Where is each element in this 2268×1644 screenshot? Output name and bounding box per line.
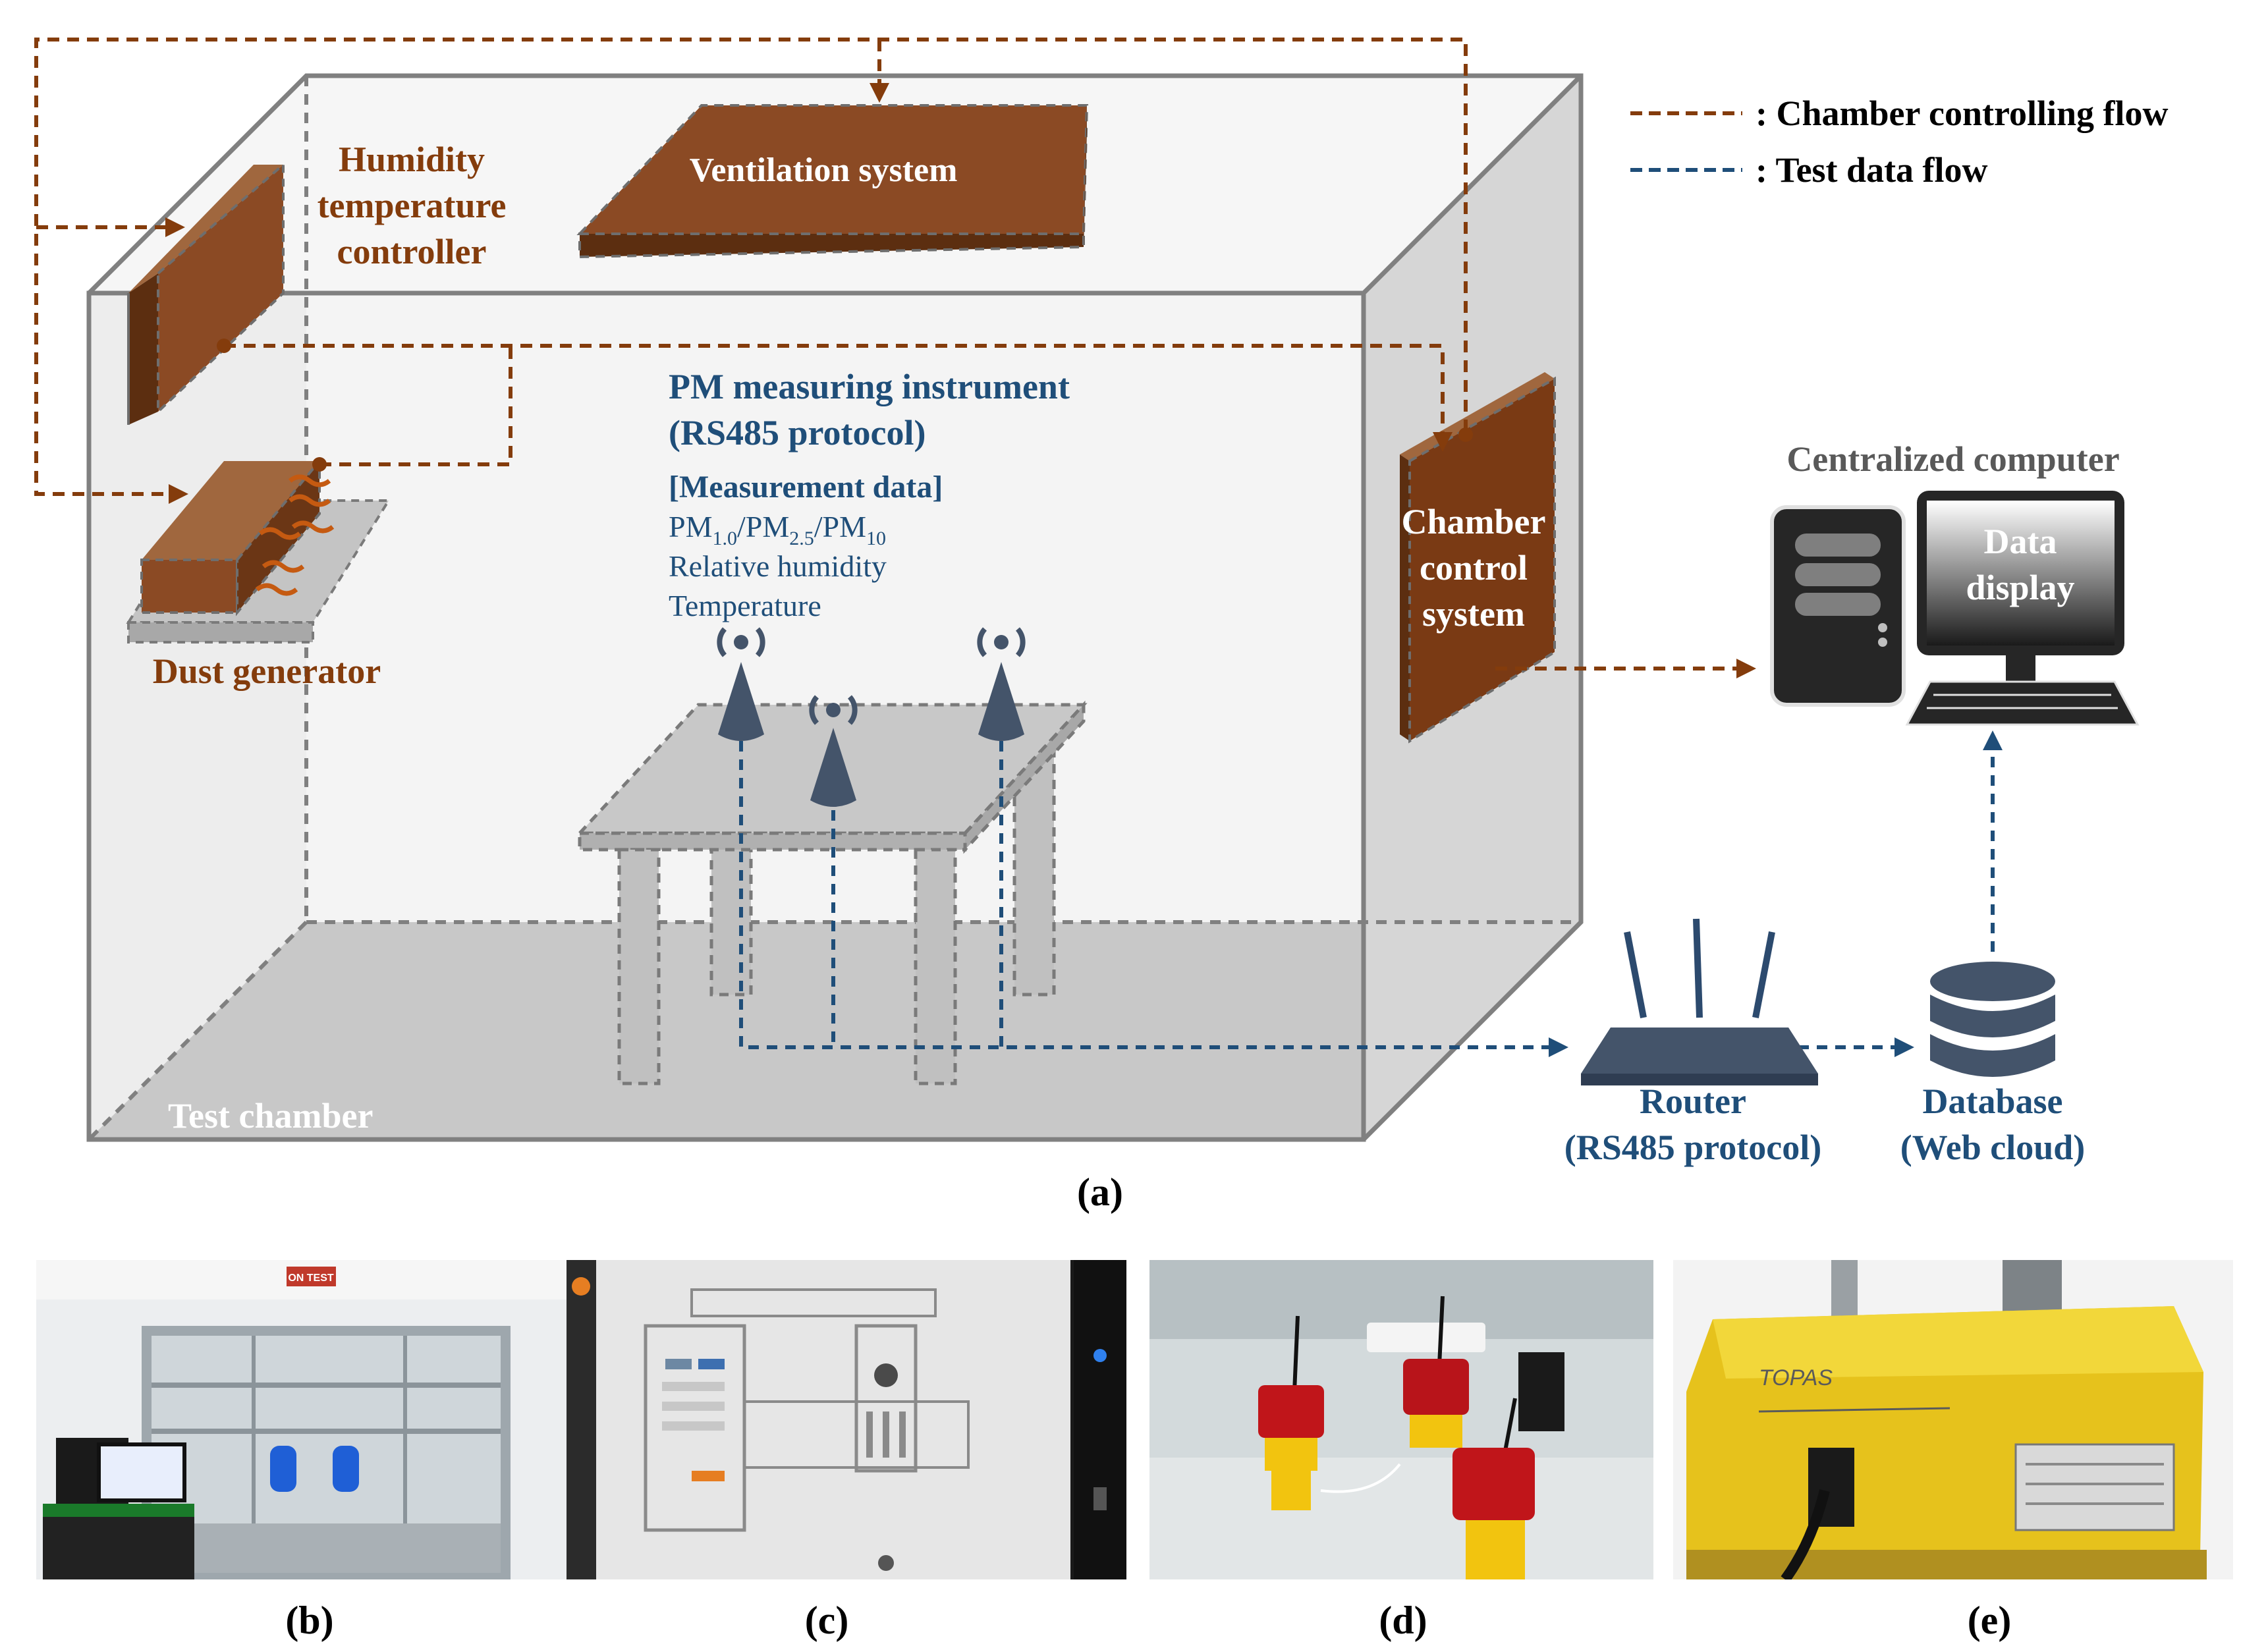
pm-sensor-1 (717, 627, 765, 741)
humidity-label-2: temperature (318, 186, 507, 225)
router-icon: Router (RS485 protocol) (1564, 918, 1821, 1167)
panel-label-d: (d) (1379, 1599, 1427, 1642)
pm-instrument-title-1: PM measuring instrument (669, 367, 1070, 406)
chamber-control-label-1: Chamber (1402, 502, 1546, 541)
data-flow-lines (739, 730, 2003, 1057)
photo-control-screen (567, 1260, 1126, 1579)
dust-generator: Dust generator (126, 457, 391, 691)
legend-control-flow: : Chamber controlling flow (1756, 94, 2168, 133)
pm-sizes-line: PM1.0/PM2.5/PM10 (669, 510, 886, 549)
ventilation-label: Ventilation system (690, 151, 958, 189)
panel-label-c: (c) (805, 1599, 849, 1642)
photo-topas-dust-generator: TOPAS (1673, 1260, 2233, 1579)
panel-label-e: (e) (1968, 1599, 2012, 1642)
dust-generator-label: Dust generator (153, 651, 381, 691)
pm-instrument-labels: PM measuring instrument (RS485 protocol)… (669, 367, 1070, 622)
panel-label-b: (b) (285, 1599, 333, 1642)
humidity-label-1: Humidity (339, 140, 485, 179)
photo-lab-chamber: ON TEST (36, 1260, 586, 1579)
database-icon: Database (Web cloud) (1900, 962, 2086, 1167)
legend-data-flow: : Test data flow (1756, 150, 1988, 190)
photo-pm-sensors (1149, 1260, 1653, 1579)
pm-sensor-3 (977, 627, 1026, 741)
legend: : Chamber controlling flow : Test data f… (1630, 94, 2168, 190)
humidity-label-3: controller (337, 232, 487, 271)
database-label-2: (Web cloud) (1900, 1128, 2086, 1167)
chamber-control-label-2: control (1420, 548, 1528, 588)
router-label-1: Router (1640, 1082, 1746, 1121)
pm-sensor-2 (809, 695, 858, 807)
pm-instrument-title-2: (RS485 protocol) (669, 413, 926, 452)
panel-label-a: (a) (1077, 1170, 1123, 1214)
measurement-data-title: [Measurement data] (669, 470, 943, 505)
topas-brand-text: TOPAS (1759, 1365, 1833, 1390)
chamber-floor (89, 922, 1581, 1139)
computer-title: Centralized computer (1786, 439, 2119, 479)
chamber-control-system: Chamber control system (1400, 372, 1556, 744)
centralized-computer: Centralized computer Data display (1770, 439, 2140, 726)
router-label-2: (RS485 protocol) (1564, 1128, 1821, 1167)
temperature-item: Temperature (669, 589, 821, 622)
database-label-1: Database (1923, 1082, 2063, 1121)
chamber-control-label-3: system (1422, 594, 1525, 634)
ventilation-system: Ventilation system (576, 104, 1089, 259)
on-test-sign-text: ON TEST (288, 1273, 334, 1284)
data-display-label-1: Data (1984, 522, 2057, 561)
relative-humidity-item: Relative humidity (669, 549, 887, 583)
humidity-temperature-controller: Humidity temperature controller (127, 140, 507, 425)
test-chamber-label: Test chamber (168, 1096, 373, 1136)
data-display-label-2: display (1966, 568, 2074, 607)
control-flow-lines (34, 38, 1756, 678)
